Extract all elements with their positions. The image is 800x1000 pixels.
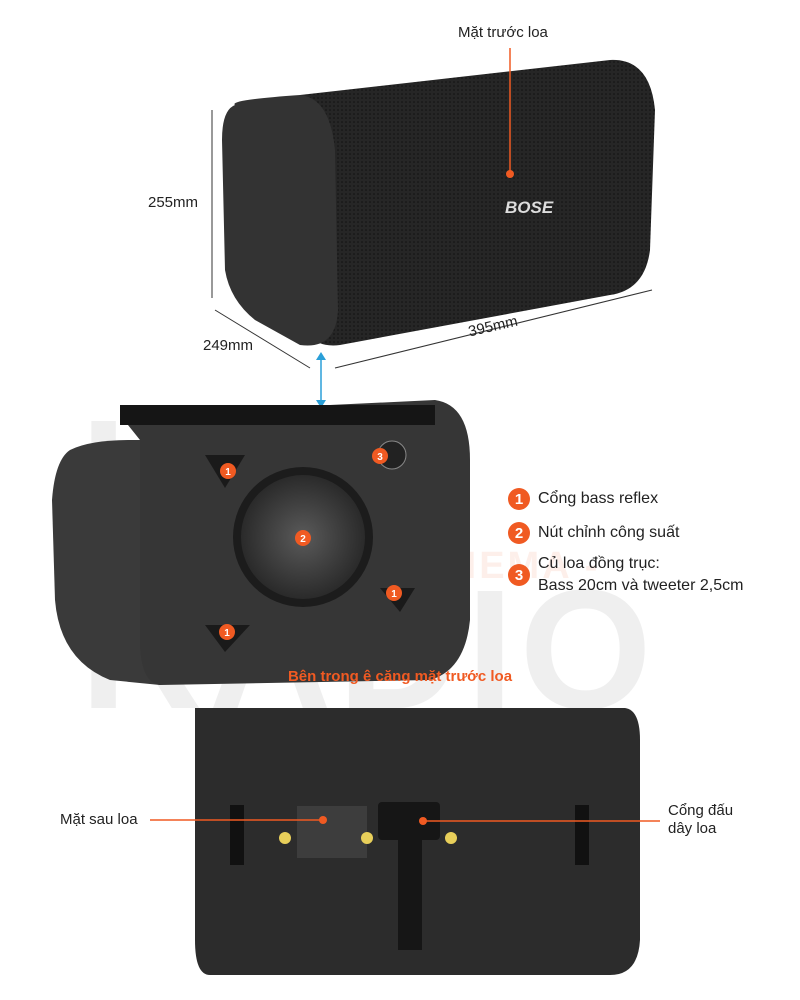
inside-markers: 1 2 3 1 1 [219,448,402,640]
inside-speaker [52,400,470,685]
depth-dimension: 249mm [203,337,254,354]
inside-caption: Bên trong ê căng mặt trước loa [287,668,513,685]
legend-item-power-knob: 2 Nút chỉnh công suất [508,522,679,544]
back-speaker [195,708,640,975]
front-pointer-dot [506,170,514,178]
bose-logo: BOSE [505,198,554,217]
height-dimension: 255mm [148,194,199,211]
marker-1-top: 1 [225,467,231,478]
legend-text-line2: Bass 20cm và tweeter 2,5cm [538,577,744,594]
connector-label-line2: dây loa [668,820,717,837]
number-badge: 3 [508,564,530,586]
connector-label: Cổng đấu dây loa [668,802,733,838]
number-badge: 2 [508,522,530,544]
depth-dimension-line [214,309,311,369]
legend-text: Cổng bass reflex [538,490,659,507]
connector-label-line1: Cổng đấu [668,802,734,819]
legend-text: Nút chỉnh công suất [538,524,680,541]
legend-text: Củ loa đồng trục: [538,555,660,572]
connector-plate [378,802,440,840]
marker-2: 2 [300,534,306,545]
width-dimension-line [334,289,653,369]
marker-1-bottom: 1 [224,628,230,639]
marker-1-right: 1 [391,589,397,600]
number-badge: 1 [508,488,530,510]
marker-3: 3 [377,452,383,463]
legend-item-coaxial-driver: 3 Củ loa đồng trục: Bass 20cm và tweeter… [508,553,743,597]
back-face-label: Mặt sau loa [60,811,138,828]
legend-item-bass-reflex: 1 Cổng bass reflex [508,488,658,510]
front-speaker: BOSE [222,59,655,346]
front-face-label: Mặt trước loa [458,24,548,41]
info-label [297,806,367,858]
